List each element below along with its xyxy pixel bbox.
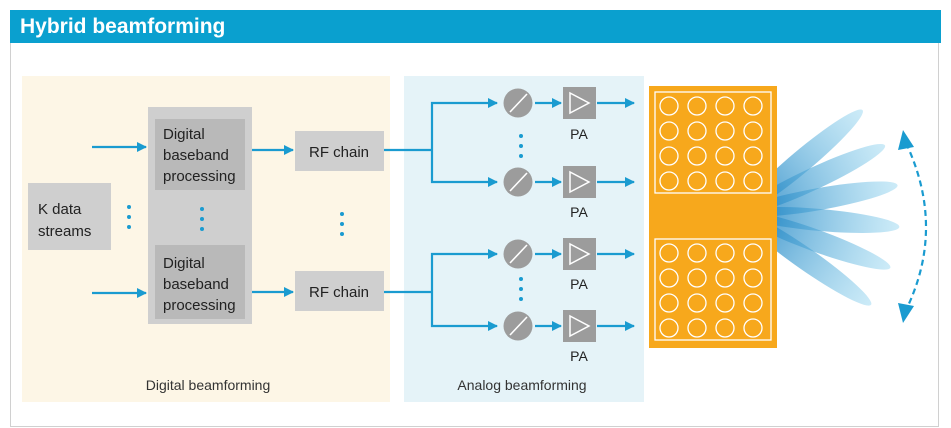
amplifier-icon xyxy=(563,87,596,119)
processor-bottom-line2: baseband xyxy=(163,276,229,293)
beam-lobe xyxy=(739,211,891,270)
pa-label-3: PA xyxy=(570,276,588,292)
ellipsis-dots xyxy=(127,134,715,301)
header-bar: Hybrid beamforming xyxy=(10,10,941,43)
diagram-frame xyxy=(10,43,939,427)
processor-top-line3: processing xyxy=(163,168,236,185)
amplifier-icon xyxy=(563,238,596,270)
digital-beamforming-caption: Digital beamforming xyxy=(146,377,271,393)
analog-beamforming-caption: Analog beamforming xyxy=(457,377,586,393)
digital-arrows xyxy=(92,142,294,298)
data-streams-label-line2: streams xyxy=(38,223,91,240)
rf-chain-bottom xyxy=(295,271,384,311)
antenna-subarray-top xyxy=(654,91,772,194)
page-title: Hybrid beamforming xyxy=(20,15,226,38)
data-streams-box xyxy=(28,183,111,250)
phase-shifter-icon xyxy=(503,167,533,197)
antenna-subarray-bottom xyxy=(654,238,772,341)
amplifier-icon xyxy=(563,166,596,198)
rf-chain-top xyxy=(295,131,384,171)
baseband-processor-bottom xyxy=(155,245,245,319)
antenna-element-icon xyxy=(659,96,763,191)
processor-top-line1: Digital xyxy=(163,126,205,143)
processor-bottom-line1: Digital xyxy=(163,255,205,272)
antenna-panel xyxy=(649,86,777,348)
baseband-processor-top xyxy=(155,119,245,190)
phase-shifter-icon xyxy=(503,239,533,269)
data-streams-label-line1: K data xyxy=(38,201,82,218)
processor-bottom-line3: processing xyxy=(163,297,236,314)
pa-label-1: PA xyxy=(570,126,588,142)
antenna-element-icon xyxy=(659,243,763,338)
analog-beamforming-region xyxy=(404,76,644,402)
analog-arrows xyxy=(384,98,635,331)
amplifier-icon xyxy=(563,310,596,342)
processor-top-line2: baseband xyxy=(163,147,229,164)
sweep-arrow-icon xyxy=(898,130,928,323)
rf-chain-top-label: RF chain xyxy=(309,144,369,161)
pa-label-2: PA xyxy=(570,204,588,220)
phase-shifter-icon xyxy=(503,88,533,118)
beam-lobe xyxy=(739,206,900,233)
pa-label-4: PA xyxy=(570,348,588,364)
phase-shifter-icon xyxy=(503,311,533,341)
rf-chain-bottom-label: RF chain xyxy=(309,284,369,301)
